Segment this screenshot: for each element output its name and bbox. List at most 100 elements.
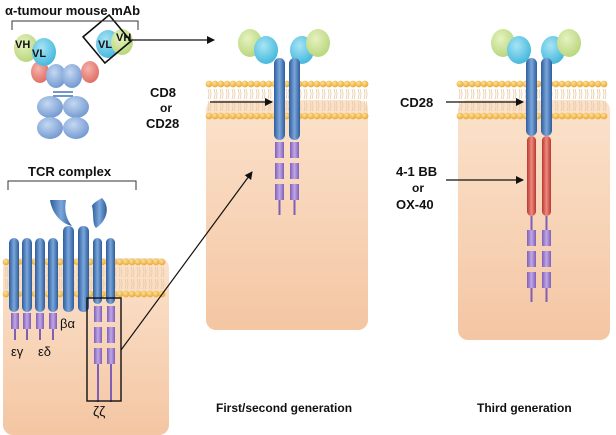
lipid-head: [128, 290, 136, 298]
lipid-head: [600, 112, 608, 120]
lipid-head: [564, 112, 572, 120]
lipid-tail: [213, 88, 218, 100]
vl-right-label: VL: [98, 39, 112, 51]
lipid-tail: [207, 88, 212, 100]
lipid-head: [253, 112, 261, 120]
lipid-tail: [321, 88, 326, 100]
lipid-head: [2, 290, 10, 298]
lipid-tail: [554, 88, 559, 100]
lipid-head: [498, 112, 506, 120]
lipid-tail: [148, 266, 153, 278]
lipid-tail: [357, 88, 362, 100]
lipid-tail: [578, 88, 583, 100]
lipid-head: [56, 290, 64, 298]
or-label-2: or: [412, 181, 424, 195]
lipid-head: [343, 80, 351, 88]
lipid-tail: [303, 100, 308, 112]
lipid-tail: [536, 100, 541, 112]
lipid-head: [570, 80, 578, 88]
lipid-head: [337, 80, 345, 88]
lipid-head: [355, 80, 363, 88]
lipid-tail: [482, 88, 487, 100]
lipid-tail: [58, 266, 63, 278]
lipid-tail: [464, 88, 469, 100]
lipid-head: [361, 112, 369, 120]
lipid-head: [570, 112, 578, 120]
lipid-tail: [315, 100, 320, 112]
lipid-head: [594, 80, 602, 88]
lipid-tail: [243, 88, 248, 100]
lipid-head: [600, 80, 608, 88]
lipid-head: [319, 80, 327, 88]
lipid-head: [122, 258, 130, 266]
vh-left-label: VH: [15, 39, 30, 51]
lipid-head: [510, 80, 518, 88]
lipid-head: [217, 80, 225, 88]
lipid-head: [307, 112, 315, 120]
lipid-head: [582, 80, 590, 88]
lipid-tail: [255, 88, 260, 100]
lipid-head: [146, 290, 154, 298]
lipid-head: [313, 80, 321, 88]
lipid-head: [235, 80, 243, 88]
lipid-head: [492, 112, 500, 120]
lipid-head: [337, 112, 345, 120]
lipid-head: [331, 112, 339, 120]
lipid-head: [462, 80, 470, 88]
lipid-tail: [458, 88, 463, 100]
lipid-head: [116, 290, 124, 298]
lipid-head: [158, 258, 166, 266]
lipid-tail: [160, 278, 165, 290]
lipid-head: [283, 112, 291, 120]
lipid-head: [205, 80, 213, 88]
lipid-tail: [4, 278, 9, 290]
lipid-tail: [518, 88, 523, 100]
lipid-head: [355, 112, 363, 120]
antibody-title: α-tumour mouse mAb: [5, 3, 140, 18]
epsilon-delta-label: εδ: [38, 344, 51, 359]
car-first-second: [238, 29, 330, 215]
lipid-head: [265, 112, 273, 120]
lipid-head: [307, 80, 315, 88]
lipid-head: [116, 258, 124, 266]
lipid-head: [331, 80, 339, 88]
cd28-first-label: CD28: [146, 116, 179, 131]
lipid-tail: [470, 88, 475, 100]
lipid-tail: [566, 88, 571, 100]
lipid-tail: [584, 88, 589, 100]
lipid-head: [140, 290, 148, 298]
lipid-tail: [303, 88, 308, 100]
lipid-tail: [554, 100, 559, 112]
lipid-head: [510, 112, 518, 120]
lipid-tail: [267, 88, 272, 100]
lipid-tail: [118, 266, 123, 278]
lipid-head: [301, 112, 309, 120]
lipid-head: [576, 80, 584, 88]
antibody-bracket: [11, 20, 139, 30]
beta-alpha-label: βα: [60, 316, 75, 331]
lipid-head: [211, 80, 219, 88]
lipid-head: [140, 258, 148, 266]
lipid-tail: [578, 100, 583, 112]
lipid-head: [498, 80, 506, 88]
lipid-tail: [476, 88, 481, 100]
lipid-tail: [130, 278, 135, 290]
lipid-tail: [118, 278, 123, 290]
lipid-tail: [309, 88, 314, 100]
lipid-tail: [327, 100, 332, 112]
tcr-complex: [9, 198, 122, 402]
cd28-third-label: CD28: [400, 95, 433, 110]
cell-body-first-second: [206, 100, 368, 330]
lipid-head: [134, 258, 142, 266]
lipid-head: [582, 112, 590, 120]
third-generation-caption: Third generation: [477, 401, 572, 415]
lipid-tail: [321, 100, 326, 112]
lipid-head: [146, 258, 154, 266]
lipid-head: [516, 80, 524, 88]
lipid-tail: [136, 266, 141, 278]
tcr-complex-label: TCR complex: [28, 164, 112, 179]
lipid-head: [128, 258, 136, 266]
lipid-tail: [590, 88, 595, 100]
